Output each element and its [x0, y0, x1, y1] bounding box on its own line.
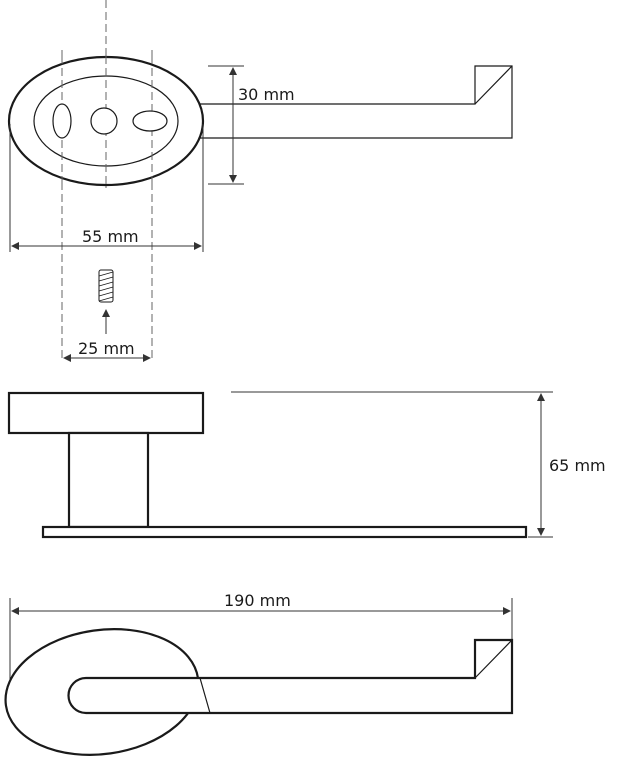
wall-plug-icon: [98, 269, 114, 303]
screw-slot-right: [132, 110, 168, 132]
screw-slot-left: [52, 103, 72, 139]
holder-arm-top: [198, 65, 513, 139]
dim-label-55mm: 55 mm: [82, 227, 139, 246]
top-view: 30 mm 55 mm 25 mm: [7, 0, 513, 362]
side-arm: [41, 525, 528, 539]
dim-label-190mm: 190 mm: [224, 591, 291, 610]
side-plate: [7, 391, 205, 435]
dim-label-25mm: 25 mm: [78, 339, 135, 358]
center-hole: [90, 107, 118, 135]
dim-label-30mm: 30 mm: [238, 85, 295, 104]
arm-corner-line-bottom: [474, 639, 513, 679]
bottom-view: 190 mm: [4, 591, 514, 756]
arm-corner-line: [474, 65, 513, 105]
dim-label-65mm: 65 mm: [549, 456, 606, 475]
arm-seam: [199, 677, 211, 714]
side-post: [67, 431, 150, 529]
side-view: 65 mm: [7, 391, 606, 539]
